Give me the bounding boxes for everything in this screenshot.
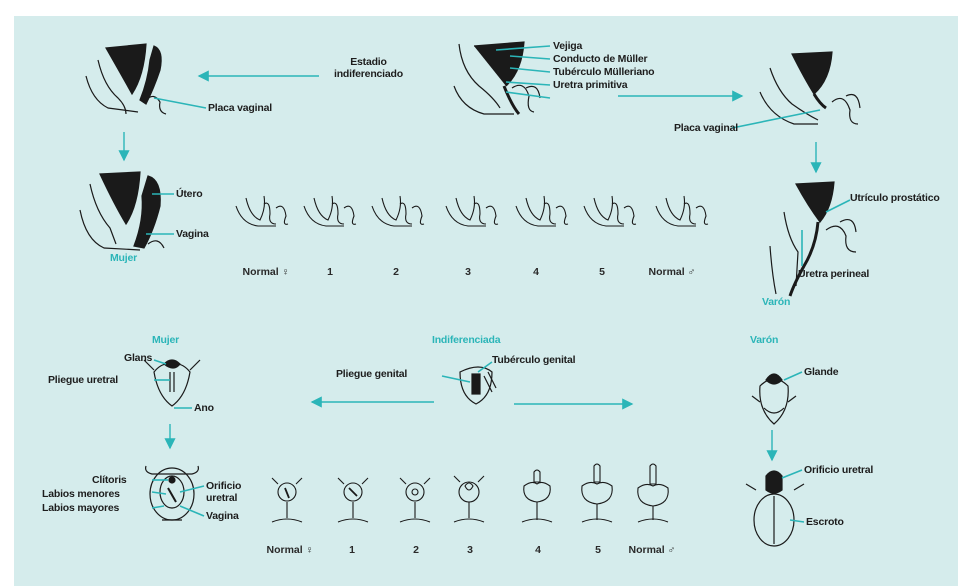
bottom-series-sketches [272,464,668,522]
bottom-series-caption-1: 1 [342,544,362,556]
label-utriculo-prostatico: Utrículo prostático [850,192,940,204]
label-orificio-uretral-male: Orificio uretral [804,464,873,476]
top-series-sketch-normal-male [656,196,708,226]
label-tuberculo-mulleriano: Tubérculo Mülleriano [553,66,654,78]
bottom-series-caption-6: Normal ♂ [624,544,680,556]
label-labios-mayores: Labios mayores [42,502,119,514]
label-varon-top: Varón [762,296,790,308]
label-vejiga: Vejiga [553,40,582,52]
top-series-sketch-5 [584,196,636,226]
label-vagina-bottom: Vagina [206,510,239,522]
label-uretra-perineal: Uretra perineal [798,268,869,280]
bottom-series-sketch-5 [582,464,612,522]
label-orificio-uretral-female: Orificio uretral [206,480,241,504]
label-mujer-top: Mujer [110,252,137,264]
bottom-series-sketch-normal-female [272,478,302,522]
top-series-sketch-4 [516,196,568,226]
label-orificio-line1: Orificio [206,480,241,492]
diagram-panel: Estadio indiferenciado Vejiga Conducto d… [14,16,958,586]
top-series-caption-1: 1 [320,266,340,278]
stage-label-line2: indiferenciado [334,68,403,80]
female-final-illustration [80,172,164,250]
label-clitoris: Clítoris [92,474,127,486]
top-series-caption-5: 5 [592,266,612,278]
label-pliegue-genital: Pliegue genital [336,368,407,380]
top-series-sketch-1 [304,196,356,226]
bottom-series-sketch-1 [338,478,368,522]
label-ano: Ano [194,402,214,414]
top-series-sketch-2 [372,196,424,226]
label-mujer-bottom: Mujer [152,334,179,346]
indifferent-stage-illustration [454,42,540,114]
label-glande: Glande [804,366,838,378]
label-placa-vaginal-right: Placa vaginal [674,122,738,134]
bottom-series-caption-2: 2 [406,544,426,556]
label-varon-bottom: Varón [750,334,778,346]
label-utero: Útero [176,188,202,200]
top-series-sketches [236,196,708,226]
top-series-caption-3: 3 [458,266,478,278]
label-glans: Glans [124,352,152,364]
bottom-series-sketch-2 [400,478,430,522]
bottom-series-sketch-3 [454,476,484,522]
indifferent-external [460,367,496,404]
top-series-caption-4: 4 [526,266,546,278]
male-external-final [746,471,804,546]
top-series-caption-2: 2 [386,266,406,278]
label-labios-menores: Labios menores [42,488,120,500]
female-external-early [144,360,200,406]
top-series-sketch-normal-female [236,196,288,226]
bottom-series-caption-3: 3 [460,544,480,556]
leader-placa-left [154,98,206,108]
stage-label-line1: Estadio [334,56,403,68]
label-escroto: Escroto [806,516,844,528]
label-uretra-primitiva: Uretra primitiva [553,79,627,91]
label-placa-vaginal-left: Placa vaginal [208,102,272,114]
label-vagina-top: Vagina [176,228,209,240]
bottom-series-caption-0: Normal ♀ [264,544,316,556]
stage-label: Estadio indiferenciado [334,56,403,80]
leader-placa-right [732,110,820,128]
male-early-illustration [760,52,860,124]
bottom-series-sketch-normal-male [638,464,668,522]
top-series-sketch-3 [446,196,498,226]
label-pliegue-uretral: Pliegue uretral [48,374,118,386]
label-conducto-muller: Conducto de Müller [553,53,647,65]
bottom-series-sketch-4 [522,470,552,522]
bottom-series-caption-5: 5 [588,544,608,556]
diagram-artwork [14,16,958,586]
top-series-caption-6: Normal ♂ [644,266,700,278]
top-series-caption-0: Normal ♀ [240,266,292,278]
bottom-series-caption-4: 4 [528,544,548,556]
female-early-illustration [86,44,166,114]
label-orificio-line2: uretral [206,492,241,504]
label-indiferenciada: Indiferenciada [432,334,500,346]
label-tuberculo-genital: Tubérculo genital [492,354,575,366]
male-external-early [752,374,796,424]
